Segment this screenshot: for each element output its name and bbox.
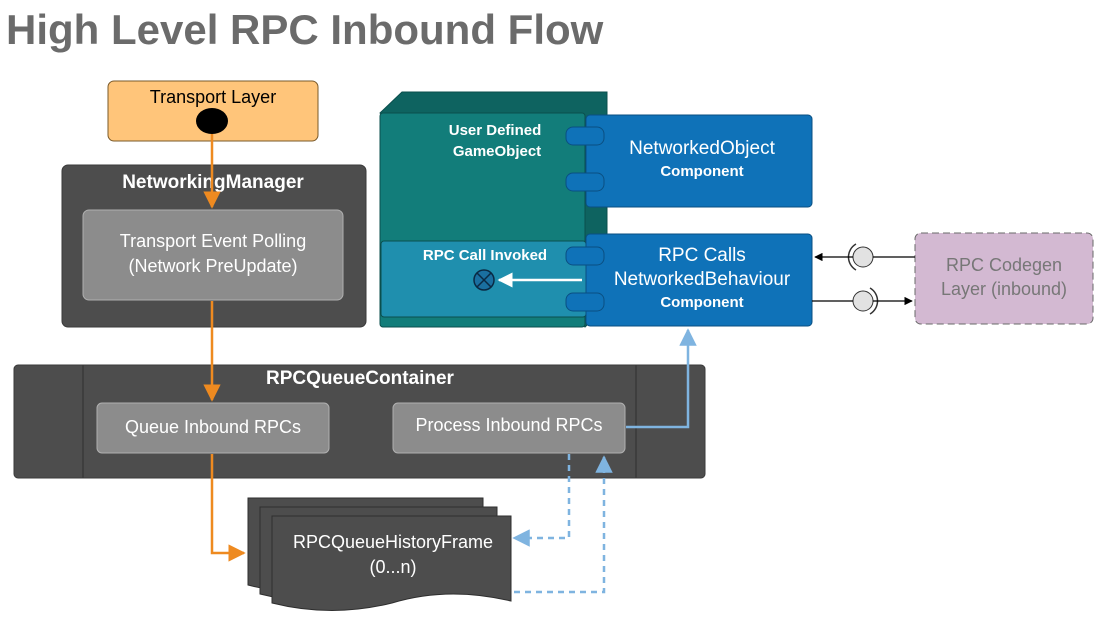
process-inbound-rpcs-label: Process Inbound RPCs	[415, 415, 602, 435]
codegen-provided-interface-icon	[847, 243, 915, 271]
transport-layer-port	[196, 108, 228, 134]
rpc-codegen-line1: RPC Codegen	[946, 255, 1062, 275]
transport-event-polling-line1: Transport Event Polling	[120, 231, 306, 251]
codegen-required-interface-icon	[812, 287, 879, 315]
networked-object-port-top	[565, 126, 605, 146]
rpc-calls-line1: RPC Calls	[658, 245, 746, 266]
arrow-process-to-history-frame	[512, 454, 571, 547]
rpc-calls-line2: NetworkedBehaviour	[614, 269, 791, 290]
page-title: High Level RPC Inbound Flow	[6, 6, 604, 53]
transport-layer-label: Transport Layer	[150, 87, 276, 107]
arrow-queue-to-history-frame	[210, 454, 246, 562]
networked-object-line2: Component	[660, 163, 743, 180]
rpc-codegen-line2: Layer (inbound)	[941, 279, 1067, 299]
game-object-line1: User Defined	[449, 122, 542, 139]
transport-event-polling-line2: (Network PreUpdate)	[128, 256, 297, 276]
networked-object-component	[585, 114, 813, 208]
rpc-calls-port-bottom	[565, 292, 605, 312]
rpc-call-invoked-terminator-icon	[473, 269, 495, 291]
rpc-codegen-layer-box	[914, 232, 1094, 325]
transport-event-polling-box	[82, 209, 344, 301]
queue-inbound-rpcs-box	[96, 402, 330, 454]
queue-inbound-rpcs-label: Queue Inbound RPCs	[125, 417, 301, 437]
process-inbound-rpcs-box	[392, 402, 626, 454]
rpc-queue-history-frame-stack	[247, 497, 512, 611]
rpc-queue-history-frame-line2: (0...n)	[369, 557, 416, 577]
networked-object-port-bottom	[565, 172, 605, 192]
rpc-calls-port-top	[565, 246, 605, 266]
networked-object-line1: NetworkedObject	[629, 138, 775, 159]
rpc-queue-history-frame-line1: RPCQueueHistoryFrame	[293, 532, 493, 552]
rpc-call-invoked-label: RPC Call Invoked	[423, 247, 547, 264]
arrow-process-to-rpc-calls	[626, 328, 697, 429]
rpc-calls-line3: Component	[660, 294, 743, 311]
networking-manager-label: NetworkingManager	[122, 172, 304, 193]
game-object-line2: GameObject	[453, 143, 541, 160]
rpc-calls-component	[585, 233, 813, 327]
rpc-queue-container-label: RPCQueueContainer	[266, 368, 455, 389]
arrow-history-frame-to-process	[514, 455, 613, 594]
